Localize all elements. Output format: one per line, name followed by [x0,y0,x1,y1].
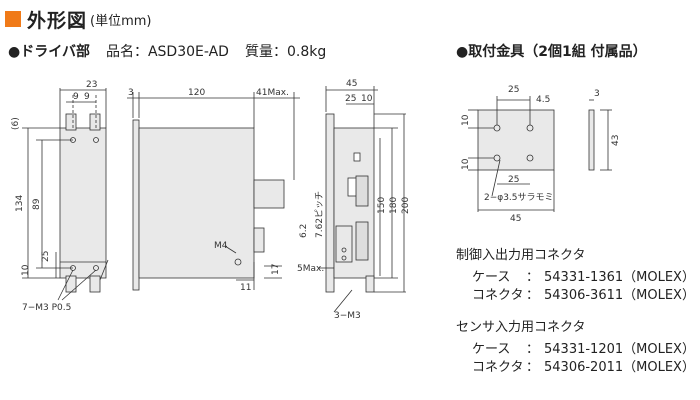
driver-label: ドライバ部 [20,44,90,60]
connector-heading-control: 制御入出力用コネクタ [456,248,586,263]
bracket-dim-4-5: 4.5 [536,95,550,105]
dim-120: 120 [188,88,205,98]
driver-model: 品名：ASD30E-AD [105,44,229,60]
title-marker-square [5,11,21,27]
dim-3-m3: 3−M3 [334,311,361,321]
dim-6: (6) [11,117,21,130]
connector-row: コネクタ：54306-3611（MOLEX） [472,288,695,303]
title-text: 外形図 [27,9,88,32]
dim-pitch: 7.62ピッチ [314,191,325,238]
bracket-dim-43: 43 [611,135,621,146]
bracket-dim-45: 45 [510,214,521,224]
dim-200: 200 [401,197,411,214]
title-unit: (単位mm) [90,13,152,29]
bracket-hole-spec: 2−φ3.5サラモミ [484,192,554,203]
bracket-dim-10-top: 10 [461,114,471,126]
dim-23: 23 [86,80,97,90]
dim-89: 89 [32,198,42,210]
dim-m4: M4 [214,241,228,251]
dim-5max: 5Max. [297,264,324,274]
dim-6-2: 6.2 [299,224,309,238]
dim-150: 150 [377,197,387,214]
bracket-dim-3: 3 [594,89,600,99]
connector-row: ケース：54331-1361（MOLEX） [472,270,695,285]
connector-row: コネクタ：54306-2011（MOLEX） [472,360,695,375]
dim-25: 25 [41,251,51,262]
front-view [22,88,109,301]
driver-bullet: ● [8,44,21,60]
side-view [127,92,300,291]
rear-view [318,86,406,313]
dim-41max: 41Max. [256,88,289,98]
drawing-title: 外形図 (単位mm) [5,7,152,32]
dim-9-left: 9 [73,92,79,102]
connector-heading-sensor: センサ入力用コネクタ [456,320,586,335]
dim-180: 180 [389,197,399,214]
dim-11: 11 [240,283,251,293]
dim-9-right: 9 [84,92,90,102]
bracket-dim-25-lower: 25 [508,175,519,185]
dim-45: 45 [346,79,357,89]
bracket-dim-10-bottom: 10 [461,158,471,170]
dim-screw-m3: 7−M3 P0.5 [22,303,71,313]
dim-17: 17 [271,264,281,275]
connector-row: ケース：54331-1201（MOLEX） [472,342,695,357]
accessory-heading: ●取付金具（2個1組 付属品） [456,44,647,60]
bracket-side-view [588,99,612,171]
front-view-plate [59,127,107,279]
driver-spec-line: ●ドライバ部品名：ASD30E-AD 質量：0.8kg [8,41,326,61]
dim-10b: 10 [361,94,373,104]
bracket-front-view [468,96,555,212]
dim-134: 134 [15,195,25,212]
driver-weight: 質量：0.8kg [244,44,327,60]
bracket-dim-25: 25 [508,85,519,95]
dim-25b: 25 [345,94,356,104]
dim-3: 3 [128,88,134,98]
dim-10: 10 [21,264,31,276]
